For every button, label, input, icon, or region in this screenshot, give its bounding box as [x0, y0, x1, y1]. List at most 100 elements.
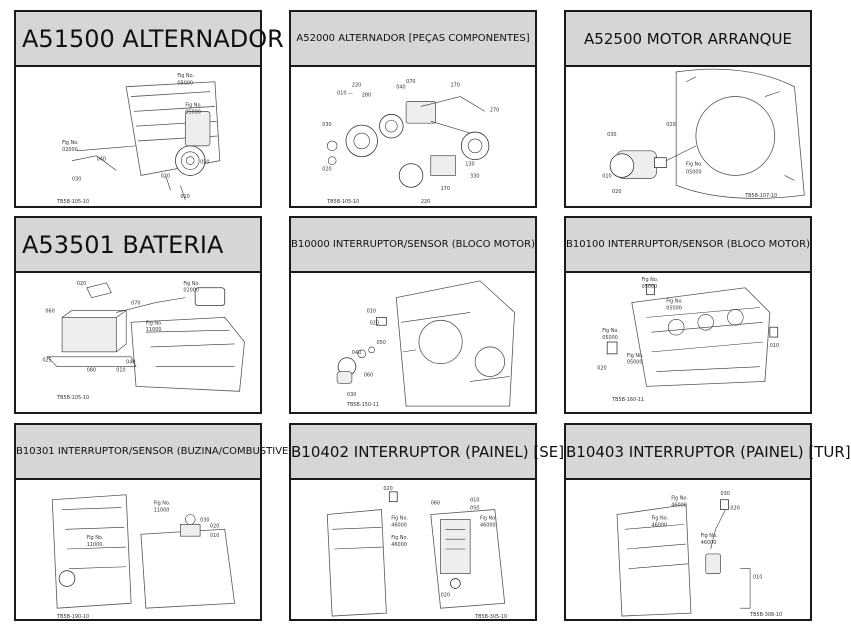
svg-text:Fig No.: Fig No.: [177, 73, 194, 79]
part-card-a51500[interactable]: A51500 ALTERNADOR Fig No. 05000 Fig No. …: [14, 10, 284, 208]
svg-text:020: 020: [370, 320, 379, 326]
part-card-b10301[interactable]: B10301 INTERRUPTOR/SENSOR (BUZINA/COMBUS…: [14, 423, 298, 621]
card-title: B10000 INTERRUPTOR/SENSOR (BLOCO MOTOR): [291, 239, 535, 250]
part-card-b10100[interactable]: B10100 INTERRUPTOR/SENSOR (BLOCO MOTOR) …: [564, 216, 812, 414]
svg-text:010: 010: [180, 194, 189, 200]
parts-diagram-thumbnail: 020 Fig No. 46000 Fig No. 46000 060 010 …: [291, 480, 535, 620]
svg-text:030: 030: [607, 132, 616, 138]
svg-text:Fig No.: Fig No.: [652, 515, 669, 521]
svg-text:050: 050: [200, 160, 209, 166]
card-title: B10301 INTERRUPTOR/SENSOR (BUZINA/COMBUS…: [16, 446, 298, 457]
svg-text:Fig No.: Fig No.: [627, 353, 644, 359]
svg-text:010: 010: [367, 308, 376, 314]
svg-text:46000: 46000: [391, 522, 407, 528]
card-title: A51500 ALTERNADOR: [22, 24, 284, 53]
svg-text:05000: 05000: [686, 169, 702, 175]
part-card-a52500[interactable]: A52500 MOTOR ARRANQUE 030 020 010 Fig No…: [564, 10, 812, 208]
parts-diagram-thumbnail: 010 — 220 280 040 070 170 270 030 020 13…: [291, 67, 535, 206]
card-title-bar: B10100 INTERRUPTOR/SENSOR (BLOCO MOTOR): [566, 218, 810, 273]
svg-text:060: 060: [364, 373, 373, 379]
parts-diagram-thumbnail: 030 020 010 Fig No. 05000 020 TB5B-107-1…: [566, 67, 810, 206]
card-title-bar: B10402 INTERRUPTOR (PAINEL) [SE]: [291, 425, 565, 480]
svg-text:270: 270: [490, 107, 499, 113]
svg-text:020: 020: [730, 506, 739, 512]
svg-text:020: 020: [383, 486, 392, 492]
svg-text:010: 010: [753, 575, 762, 581]
parts-diagram-thumbnail: 010 020 050 040 060 030 TB5B-150-11: [291, 273, 535, 412]
svg-text:Fig No.: Fig No.: [391, 515, 408, 521]
svg-text:11000: 11000: [154, 508, 170, 514]
svg-text:040: 040: [396, 85, 405, 91]
svg-text:05000: 05000: [177, 81, 193, 87]
svg-text:030: 030: [72, 176, 81, 182]
svg-text:Fig No.: Fig No.: [183, 281, 200, 287]
svg-text:11000: 11000: [146, 327, 162, 333]
svg-text:170: 170: [450, 83, 459, 89]
svg-text:010: 010: [470, 498, 479, 504]
card-title-bar: A52000 ALTERNADOR [PEÇAS COMPONENTES]: [291, 12, 535, 67]
svg-text:46000: 46000: [391, 542, 407, 548]
svg-text:130: 130: [465, 162, 474, 168]
parts-diagram-thumbnail: Fig No. 05000 Fig No. 05000 Fig No. 0200…: [16, 67, 260, 206]
svg-text:05000: 05000: [666, 305, 682, 311]
part-card-b10402[interactable]: B10402 INTERRUPTOR (PAINEL) [SE] 020 Fig…: [289, 423, 565, 621]
svg-text:020: 020: [161, 173, 170, 179]
svg-text:170: 170: [441, 186, 450, 192]
parts-diagram-thumbnail: Fig No. 05000 Fig No. 05000 Fig No. 0500…: [566, 273, 810, 412]
svg-text:070: 070: [406, 79, 415, 85]
card-title: A52500 MOTOR ARRANQUE: [584, 29, 792, 48]
svg-text:030: 030: [347, 392, 356, 398]
svg-text:060: 060: [431, 501, 440, 507]
svg-text:080: 080: [87, 368, 96, 374]
svg-text:02000: 02000: [183, 288, 199, 294]
svg-text:030: 030: [322, 122, 331, 128]
parts-diagram-thumbnail: 020 Fig No. 02000 070 Fig No. 11000 060 …: [16, 273, 260, 412]
svg-text:Fig No.: Fig No.: [391, 535, 408, 541]
svg-text:280: 280: [362, 93, 371, 99]
part-card-a53501[interactable]: A53501 BATERIA 020 Fig No. 02000 070 Fig…: [14, 216, 262, 414]
svg-text:Fig No.: Fig No.: [642, 277, 659, 283]
svg-text:TB5B-160-11: TB5B-160-11: [611, 397, 644, 403]
svg-text:025: 025: [42, 358, 51, 364]
svg-text:030: 030: [721, 491, 730, 497]
svg-text:TB5B-105-10: TB5B-105-10: [56, 395, 89, 401]
svg-text:TB5B-308-10: TB5B-308-10: [749, 612, 782, 618]
svg-text:010 —: 010 —: [337, 91, 353, 97]
svg-text:05000: 05000: [602, 335, 618, 341]
card-title: B10402 INTERRUPTOR (PAINEL) [SE]: [291, 442, 565, 461]
svg-text:Fig No.: Fig No.: [671, 496, 688, 502]
svg-text:020: 020: [210, 523, 219, 529]
svg-text:Fig No.: Fig No.: [154, 501, 171, 507]
svg-text:Fig No.: Fig No.: [686, 162, 703, 168]
parts-diagram-thumbnail: Fig No. 46000 Fig No. 46000 030 020 Fig …: [566, 480, 810, 619]
svg-text:02000: 02000: [62, 147, 78, 153]
part-card-b10000[interactable]: B10000 INTERRUPTOR/SENSOR (BLOCO MOTOR) …: [289, 216, 537, 414]
svg-text:060: 060: [45, 308, 54, 314]
svg-text:050: 050: [470, 506, 479, 512]
svg-text:TB5B-105-10: TB5B-105-10: [56, 199, 89, 205]
card-title: A53501 BATERIA: [22, 230, 224, 259]
svg-text:46000: 46000: [652, 522, 668, 528]
svg-text:Fig No.: Fig No.: [185, 102, 202, 108]
svg-text:010: 010: [210, 533, 219, 539]
svg-text:TB5B-190-10: TB5B-190-10: [56, 614, 89, 620]
svg-text:020: 020: [322, 167, 331, 173]
card-title: B10403 INTERRUPTOR (PAINEL) [TUR]: [566, 442, 851, 461]
part-card-a52000[interactable]: A52000 ALTERNADOR [PEÇAS COMPONENTES] 01…: [289, 10, 537, 208]
svg-text:030: 030: [200, 517, 209, 523]
svg-text:Fig No.: Fig No.: [146, 320, 163, 326]
card-title-bar: B10403 INTERRUPTOR (PAINEL) [TUR]: [566, 425, 851, 480]
svg-text:040: 040: [126, 360, 135, 366]
svg-text:020: 020: [612, 189, 621, 195]
svg-text:TB5B-107-10: TB5B-107-10: [744, 193, 777, 199]
card-title-bar: A53501 BATERIA: [16, 218, 260, 273]
svg-text:330: 330: [470, 173, 479, 179]
svg-text:020: 020: [441, 592, 450, 598]
svg-text:010: 010: [116, 368, 125, 374]
svg-text:050: 050: [377, 340, 386, 346]
svg-text:220: 220: [421, 199, 430, 205]
svg-text:020: 020: [666, 122, 675, 128]
part-card-b10403[interactable]: B10403 INTERRUPTOR (PAINEL) [TUR] Fig No…: [564, 423, 851, 621]
svg-text:220: 220: [352, 83, 361, 89]
svg-text:TB5B-105-10: TB5B-105-10: [326, 199, 359, 205]
